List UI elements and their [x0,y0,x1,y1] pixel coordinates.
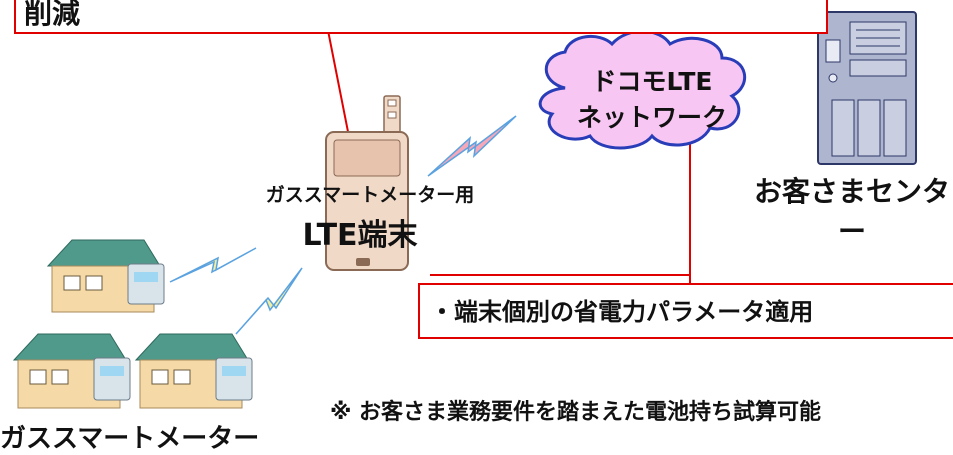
signal-bolt-meter2 [235,267,303,335]
cloud-label: ドコモLTE ネットワーク [560,64,744,136]
cloud-label-line1: ドコモLTE [591,67,713,96]
signal-bolt-meter1 [169,247,257,283]
lte-terminal-label: ガススマートメーター用 [265,184,475,206]
top-callout-text: 削減 [24,0,81,30]
bottom-callout-box [418,283,953,339]
server-icon [817,11,917,165]
lte-terminal-title: LTE端末 [302,218,418,253]
footnote: ※ お客さま業務要件を踏まえた電池持ち試算可能 [330,400,822,425]
cloud-shape [538,29,747,150]
cloud-label-line2: ネットワーク [576,103,727,132]
lte-terminal-icon [325,95,409,271]
bottom-callout-text: ・端末個別の省電力パラメータ適用 [430,298,814,326]
house-icon-3 [134,333,253,409]
customer-center-label: お客さまセンター [753,175,950,248]
house-icon-2 [12,333,131,409]
house-icon-1 [46,239,165,313]
signal-bolt-device-cloud [427,115,517,177]
gas-meter-label: ガススマートメーター [0,424,260,454]
top-callout-box [14,0,828,34]
